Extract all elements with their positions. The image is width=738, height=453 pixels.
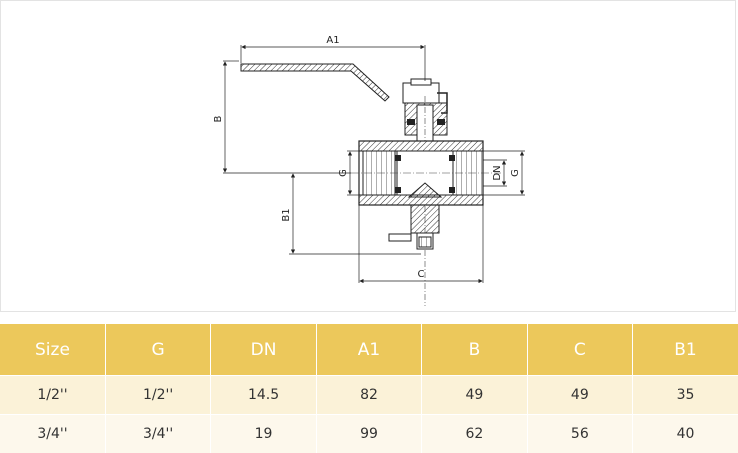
header-b: B xyxy=(422,324,527,376)
header-b1: B1 xyxy=(633,324,738,376)
valve-body xyxy=(351,141,501,205)
cell-g: 1/2'' xyxy=(105,376,210,415)
cell-a1: 99 xyxy=(316,415,421,453)
table-row: 3/4'' 3/4'' 19 99 62 56 40 xyxy=(0,415,738,453)
cell-b1: 35 xyxy=(633,376,738,415)
valve-diagram-svg: A1 B B1 C G DN G xyxy=(1,1,737,313)
header-c: C xyxy=(527,324,632,376)
cell-size: 1/2'' xyxy=(0,376,105,415)
dim-label-c: C xyxy=(418,269,425,280)
dim-label-b: B xyxy=(213,115,224,122)
cell-c: 49 xyxy=(527,376,632,415)
valve-technical-drawing: A1 B B1 C G DN G xyxy=(0,0,736,312)
table-row: 1/2'' 1/2'' 14.5 82 49 49 35 xyxy=(0,376,738,415)
header-a1: A1 xyxy=(316,324,421,376)
spec-table: Size G DN A1 B C B1 1/2'' 1/2'' 14.5 82 … xyxy=(0,324,738,453)
cell-dn: 14.5 xyxy=(211,376,316,415)
header-g: G xyxy=(105,324,210,376)
cell-b: 62 xyxy=(422,415,527,453)
cell-g: 3/4'' xyxy=(105,415,210,453)
cell-dn: 19 xyxy=(211,415,316,453)
cell-b1: 40 xyxy=(633,415,738,453)
cell-size: 3/4'' xyxy=(0,415,105,453)
lower-drain xyxy=(389,205,439,249)
dim-label-dn: DN xyxy=(492,165,503,180)
header-size: Size xyxy=(0,324,105,376)
table-header-row: Size G DN A1 B C B1 xyxy=(0,324,738,376)
dim-label-a1: A1 xyxy=(326,35,339,46)
header-dn: DN xyxy=(211,324,316,376)
dim-label-g-right: G xyxy=(510,169,521,177)
dim-label-b1: B1 xyxy=(281,208,292,221)
cell-b: 49 xyxy=(422,376,527,415)
dim-label-g-left: G xyxy=(338,169,349,177)
cell-a1: 82 xyxy=(316,376,421,415)
cell-c: 56 xyxy=(527,415,632,453)
